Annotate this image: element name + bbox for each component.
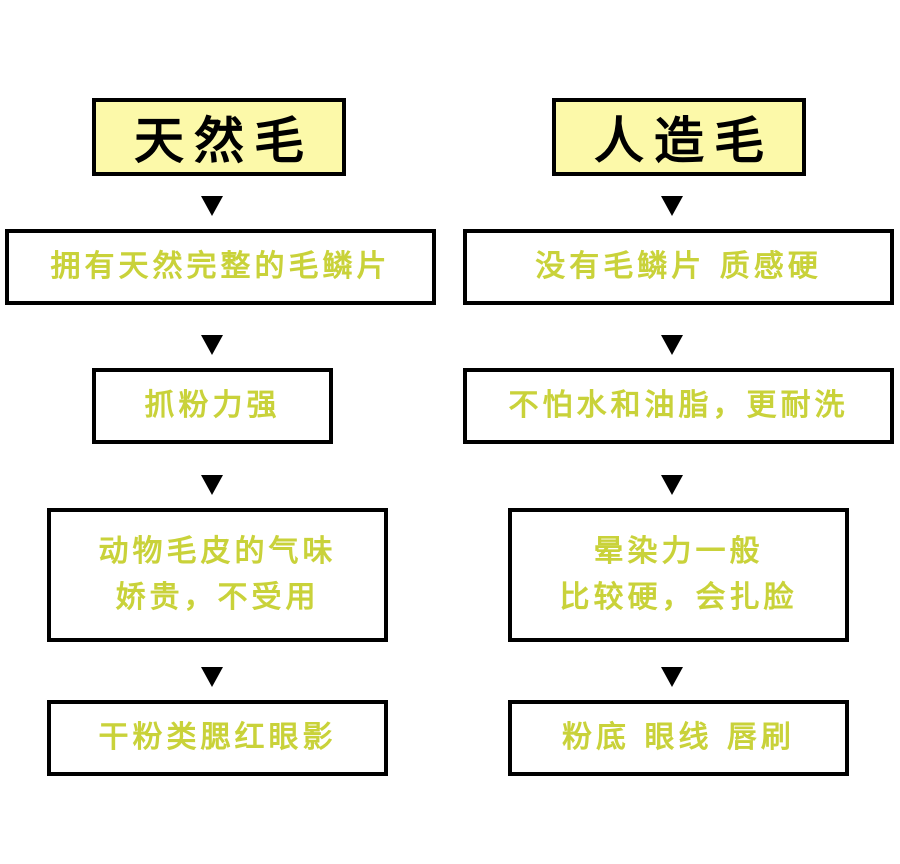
left-header-label: 天然毛 [134, 112, 314, 170]
left-node-4: 干粉类腮红眼影 [47, 700, 388, 776]
right-header-box: 人造毛 [552, 98, 806, 176]
left-node-1-label: 拥有天然完整的毛鳞片 [50, 249, 391, 284]
right-arrow-3 [661, 475, 683, 495]
left-node-3-label: 动物毛皮的气味 娇贵，不受用 [98, 534, 337, 615]
right-node-1-label: 没有毛鳞片 质感硬 [535, 249, 822, 284]
right-node-4: 粉底 眼线 唇刷 [508, 700, 849, 776]
left-node-3: 动物毛皮的气味 娇贵，不受用 [47, 508, 388, 642]
left-node-2-label: 抓粉力强 [144, 388, 281, 423]
right-node-1: 没有毛鳞片 质感硬 [463, 229, 894, 305]
left-node-2: 抓粉力强 [92, 368, 333, 444]
left-node-4-label: 干粉类腮红眼影 [98, 720, 337, 755]
right-node-2-label: 不怕水和油脂，更耐洗 [508, 388, 849, 423]
left-arrow-2 [201, 335, 223, 355]
left-header-box: 天然毛 [92, 98, 346, 176]
left-arrow-1 [201, 196, 223, 216]
right-arrow-1 [661, 196, 683, 216]
right-arrow-4 [661, 667, 683, 687]
right-node-2: 不怕水和油脂，更耐洗 [463, 368, 894, 444]
right-header-label: 人造毛 [594, 112, 774, 170]
right-node-3: 晕染力一般 比较硬，会扎脸 [508, 508, 849, 642]
right-arrow-2 [661, 335, 683, 355]
left-node-1: 拥有天然完整的毛鳞片 [5, 229, 436, 305]
left-arrow-4 [201, 667, 223, 687]
right-node-4-label: 粉底 眼线 唇刷 [562, 720, 795, 755]
left-arrow-3 [201, 475, 223, 495]
right-node-3-label: 晕染力一般 比较硬，会扎脸 [559, 534, 798, 615]
